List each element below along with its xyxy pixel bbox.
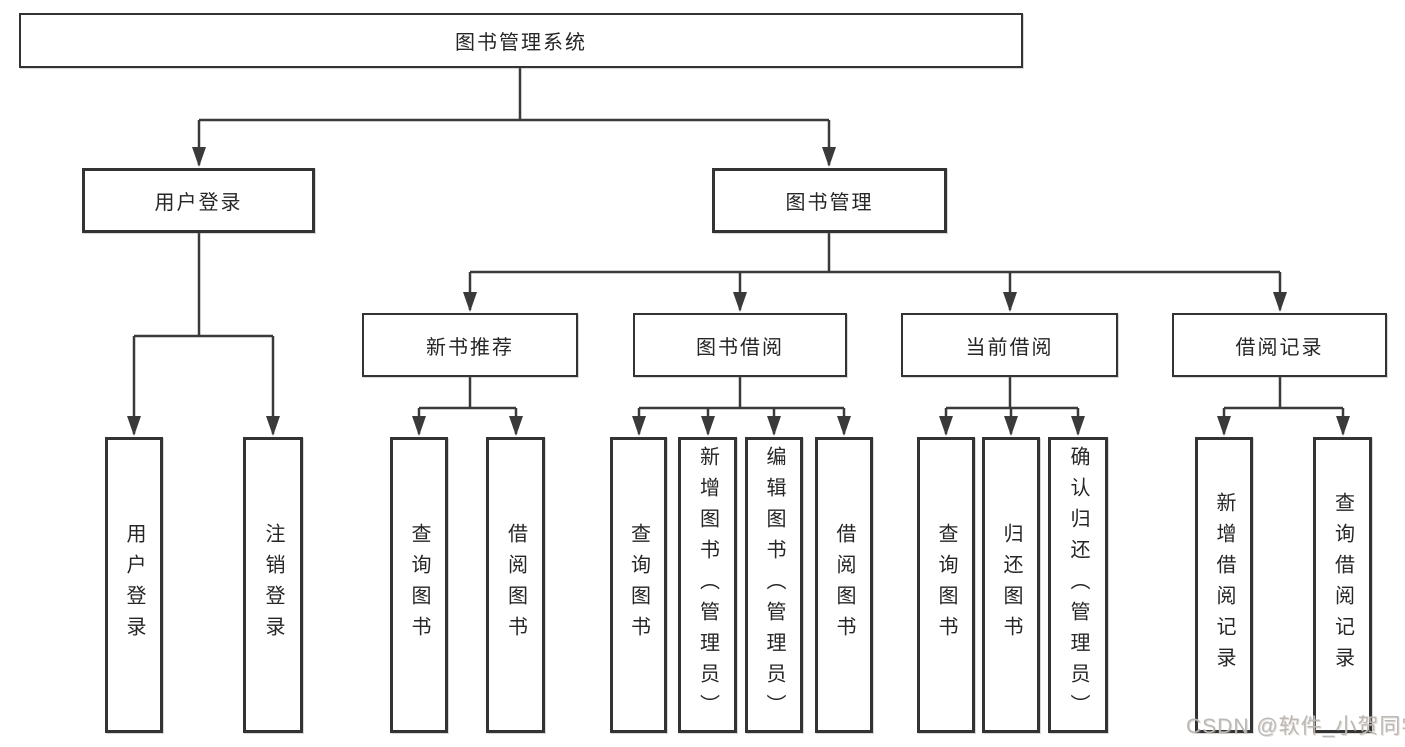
leaf-add-books-admin: 新增图书（管理员） — [678, 437, 737, 733]
node-book-borrowing: 图书借阅 — [633, 313, 847, 377]
watermark-text: CSDN @软件_小贺同学 — [1186, 715, 1405, 738]
node-label: 图书管理 — [785, 192, 874, 214]
leaf-label: 查询借阅记录 — [1331, 492, 1354, 678]
leaf-label: 新增图书（管理员） — [696, 445, 719, 725]
node-label: 当前借阅 — [965, 336, 1054, 359]
leaf-query-books-borrow: 查询图书 — [610, 437, 667, 733]
node-label: 图书借阅 — [696, 336, 784, 359]
node-label: 借阅记录 — [1235, 336, 1324, 359]
leaf-return-books: 归还图书 — [982, 437, 1040, 733]
leaf-query-borrow-record: 查询借阅记录 — [1313, 437, 1372, 733]
leaf-label: 新增借阅记录 — [1213, 492, 1235, 678]
leaf-query-books-current: 查询图书 — [917, 437, 975, 733]
leaf-confirm-return-admin: 确认归还（管理员） — [1048, 437, 1108, 733]
leaf-label: 借阅图书 — [504, 523, 527, 647]
leaf-label: 查询图书 — [627, 523, 650, 647]
node-user-login: 用户登录 — [82, 168, 315, 233]
node-label: 新书推荐 — [426, 336, 514, 359]
leaf-query-books-newbook: 查询图书 — [390, 437, 448, 733]
node-current-borrowing: 当前借阅 — [901, 313, 1118, 377]
node-new-book-recommend: 新书推荐 — [362, 313, 578, 377]
leaf-label: 用户登录 — [123, 523, 145, 647]
leaf-borrow-books-borrow: 借阅图书 — [815, 437, 873, 733]
node-library-system-root: 图书管理系统 — [19, 13, 1023, 68]
leaf-label: 查询图书 — [935, 523, 957, 647]
leaf-label: 编辑图书（管理员） — [763, 445, 785, 725]
leaf-label: 确认归还（管理员） — [1067, 445, 1089, 725]
leaf-label: 借阅图书 — [833, 523, 855, 647]
leaf-label: 查询图书 — [408, 523, 430, 647]
leaf-borrow-books-newbook: 借阅图书 — [486, 437, 545, 733]
leaf-label: 注销登录 — [262, 523, 284, 647]
node-borrowing-records: 借阅记录 — [1172, 313, 1387, 377]
node-label: 图书管理系统 — [455, 32, 587, 54]
leaf-user-login: 用户登录 — [105, 437, 163, 733]
leaf-edit-books-admin: 编辑图书（管理员） — [745, 437, 803, 733]
leaf-add-borrow-record: 新增借阅记录 — [1195, 437, 1253, 733]
node-book-management: 图书管理 — [712, 168, 947, 233]
leaf-label: 归还图书 — [1000, 523, 1022, 647]
arrowheads — [127, 147, 1350, 436]
leaf-logout: 注销登录 — [243, 437, 303, 733]
node-label: 用户登录 — [154, 192, 243, 214]
